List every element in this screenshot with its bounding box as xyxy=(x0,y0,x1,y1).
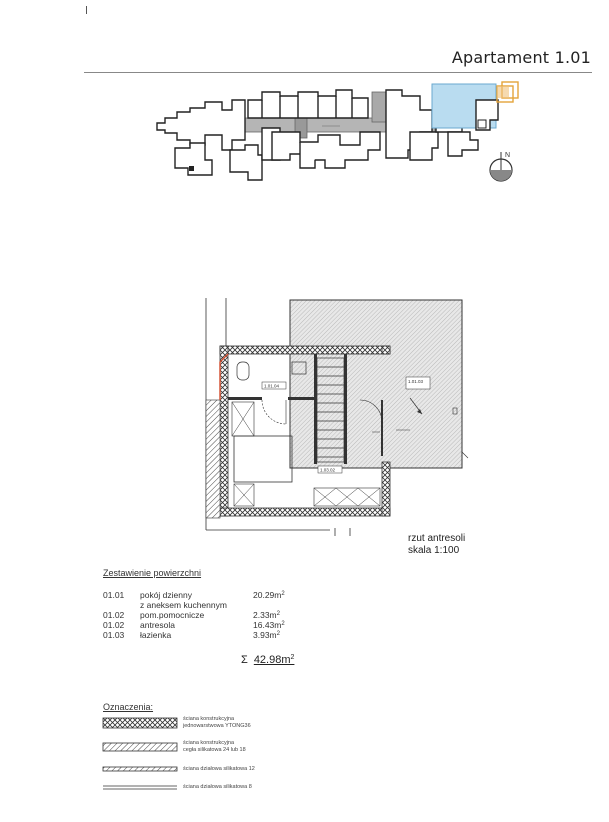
area-row: z aneksem kuchennym xyxy=(103,600,403,610)
room-label-text-bathroom: 1.01.04 xyxy=(264,384,280,389)
sigma-symbol: Σ xyxy=(241,654,248,666)
room-label-text-mezzanine: 1.03.02 xyxy=(320,468,336,473)
room-label-text-living: 1.01.03 xyxy=(408,379,424,384)
legend-item-partition-12: ściana działowa silikatowa 12 xyxy=(183,766,255,772)
floor-plan: 1.01.04 1.03.02 1.01.03 xyxy=(205,298,469,536)
legend: Oznaczenia: ściana konstrukcyjna jednowa… xyxy=(103,702,403,790)
area-total-value: 42.98m2 xyxy=(253,654,295,666)
compass-label: N xyxy=(505,152,510,159)
area-row-name: pom.pomocnicze xyxy=(140,610,205,620)
bed xyxy=(233,435,293,483)
plan-caption-scale: skala 1:100 xyxy=(408,545,460,556)
legend-swatch-partition-12 xyxy=(102,766,178,772)
key-plan xyxy=(156,81,519,181)
area-row-name: z aneksem kuchennym xyxy=(140,600,227,610)
area-schedule: Zestawienie powierzchni 01.01 pokój dzie… xyxy=(103,568,403,640)
area-row: 01.03 łazienka 3.93m2 xyxy=(103,630,403,640)
area-row: 01.01 pokój dzienny 20.29m2 xyxy=(103,590,403,600)
area-row-number: 01.02 xyxy=(103,610,125,620)
area-row: 01.02 pom.pomocnicze 2.33m2 xyxy=(103,610,403,620)
area-row-number: 01.03 xyxy=(103,630,125,640)
area-total: Σ 42.98m2 xyxy=(241,654,294,666)
area-row-value: 2.33m2 xyxy=(253,610,280,620)
legend-item-silicate-24: ściana konstrukcyjna cegła silikatowa 24… xyxy=(183,740,246,753)
area-row: 01.02 antresola 16.43m2 xyxy=(103,620,403,630)
legend-item-partition-8: ściana działowa silikatowa 8 xyxy=(183,784,252,790)
area-row-value: 3.93m2 xyxy=(253,630,280,640)
compass-icon: N xyxy=(489,152,513,182)
staircase xyxy=(316,357,345,463)
toilet xyxy=(236,361,250,381)
page-title: Apartament 1.01 xyxy=(451,48,591,67)
plan-caption: rzut antresoli skala 1:100 xyxy=(408,533,465,557)
room-label-living xyxy=(405,376,431,390)
crop-mark xyxy=(86,6,87,14)
area-row-number: 01.01 xyxy=(103,590,125,600)
legend-swatch-ytong xyxy=(102,717,178,729)
legend-swatch-silicate-24 xyxy=(102,742,178,752)
area-row-number: 01.02 xyxy=(103,620,125,630)
legend-swatches xyxy=(102,717,178,790)
area-row-name: pokój dzienny xyxy=(140,590,192,600)
title-divider xyxy=(84,72,592,73)
void-area xyxy=(289,299,463,469)
area-row-name: łazienka xyxy=(140,630,172,640)
room-label-bathroom xyxy=(261,381,287,390)
legend-heading: Oznaczenia: xyxy=(103,702,154,712)
area-row-value: 20.29m2 xyxy=(253,590,285,600)
legend-item-ytong: ściana konstrukcyjna jednowarstwowa YTON… xyxy=(183,716,251,729)
plan-caption-title: rzut antresoli xyxy=(408,533,466,544)
area-row-name: antresola xyxy=(140,620,175,630)
area-schedule-heading: Zestawienie powierzchni xyxy=(103,568,202,578)
area-row-value: 16.43m2 xyxy=(253,620,285,630)
room-label-mezzanine xyxy=(317,465,343,474)
